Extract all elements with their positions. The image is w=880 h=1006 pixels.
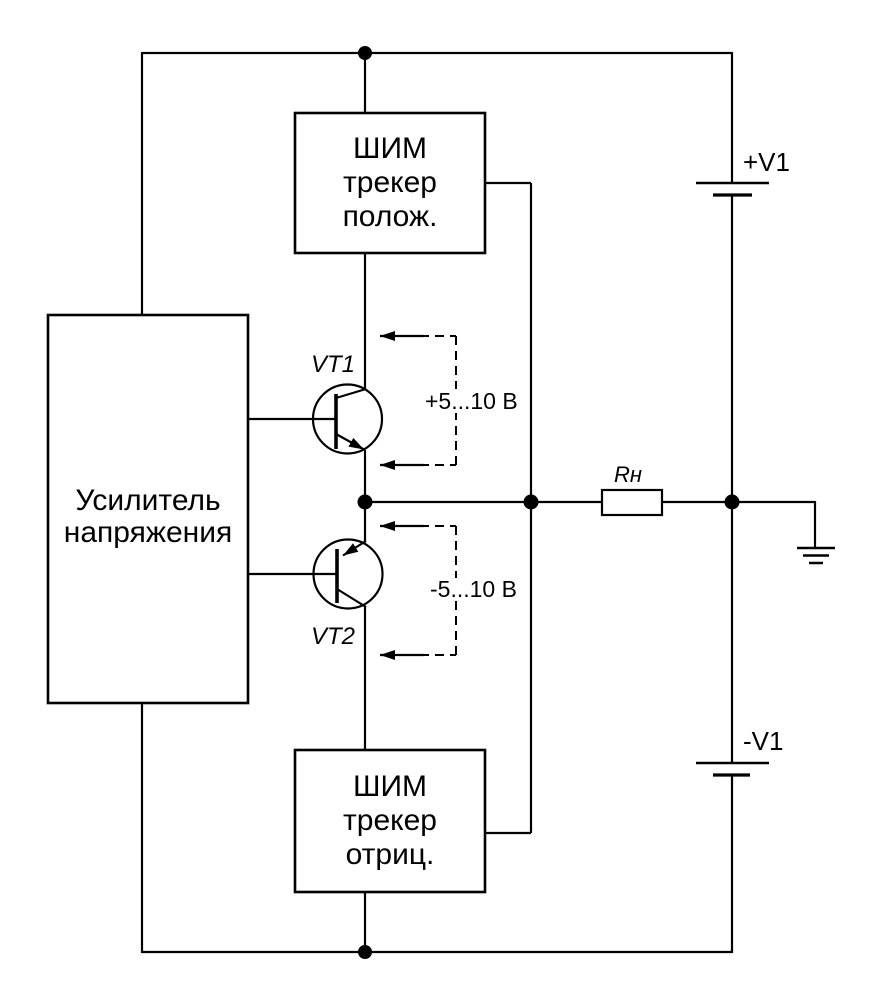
vt1-range-label: +5...10 В bbox=[425, 388, 518, 414]
amplifier-box bbox=[46, 313, 250, 705]
junction-dot bbox=[357, 494, 373, 510]
vt1-emitter-lead-arrow bbox=[335, 433, 365, 451]
load-resistor: Rн bbox=[600, 462, 664, 517]
pwm-neg-label-line1: ШИМ bbox=[353, 770, 427, 803]
amplifier-label-line2: напряжения bbox=[64, 516, 232, 549]
transistor-vt2: VT2 bbox=[311, 538, 384, 650]
ground-icon bbox=[797, 546, 835, 565]
vt2-emitter-lead-arrow bbox=[342, 540, 367, 557]
vt2-body-circle bbox=[312, 538, 384, 610]
pwm-tracker-positive-block: ШИМ трекер полож. bbox=[293, 111, 487, 255]
vt2-range-text-mask bbox=[426, 578, 516, 600]
vt2-range-label: -5...10 В bbox=[430, 576, 517, 602]
vt1-label: VT1 bbox=[311, 351, 355, 378]
vt1-range-bracket: +5...10 В bbox=[380, 331, 518, 470]
resistor-label: Rн bbox=[614, 462, 642, 487]
vt2-range-bracket: -5...10 В bbox=[380, 521, 517, 660]
pwm-tracker-negative-block: ШИМ трекер отриц. bbox=[293, 748, 487, 894]
amplifier-label-line1: Усилитель bbox=[75, 484, 220, 517]
pwm-pos-label-line3: полож. bbox=[343, 200, 438, 233]
vt2-label: VT2 bbox=[311, 623, 355, 650]
junction-dots bbox=[357, 46, 740, 959]
vt2-collector-lead bbox=[336, 588, 367, 608]
amplifier-block: Усилитель напряжения bbox=[46, 313, 250, 705]
battery-positive-icon: +V1 bbox=[696, 147, 790, 197]
junction-dot bbox=[358, 945, 372, 959]
pwm-pos-box bbox=[293, 111, 487, 255]
pwm-neg-label-line3: отриц. bbox=[346, 838, 435, 871]
vt1-range-text-mask bbox=[421, 389, 517, 413]
junction-dot bbox=[523, 494, 539, 510]
pwm-neg-label-line2: трекер bbox=[343, 804, 437, 837]
battery-negative-icon: -V1 bbox=[696, 726, 783, 777]
pwm-pos-label-line1: ШИМ bbox=[353, 132, 427, 165]
pwm-pos-label-line2: трекер bbox=[343, 166, 437, 199]
transistor-vt1: VT1 bbox=[311, 351, 384, 455]
vt1-body-circle bbox=[311, 383, 384, 455]
resistor-body bbox=[600, 488, 664, 517]
junction-dot bbox=[724, 494, 740, 510]
junction-dot bbox=[358, 46, 372, 60]
vt1-collector-lead bbox=[335, 387, 367, 400]
battery-pos-label: +V1 bbox=[743, 147, 790, 177]
battery-neg-label: -V1 bbox=[743, 726, 783, 756]
pwm-neg-box bbox=[293, 748, 487, 894]
